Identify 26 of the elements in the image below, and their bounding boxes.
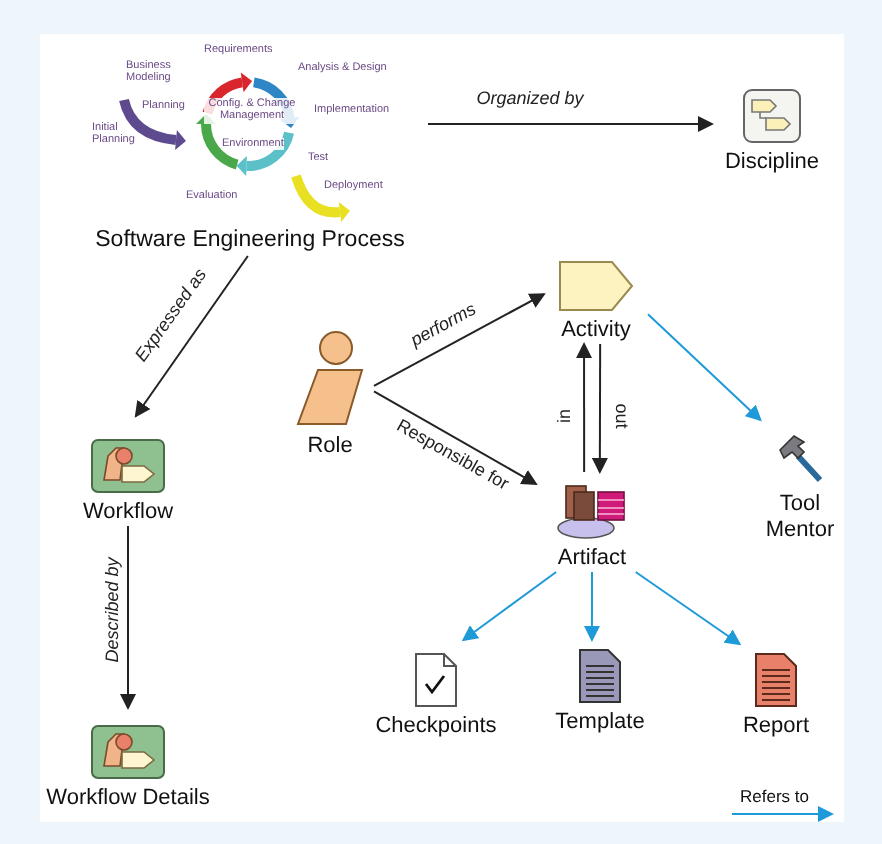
edge-label: out [610,401,630,431]
node-label: Role [307,433,353,460]
node-label: Workflow [82,499,174,526]
edge-label: Described by [104,555,124,665]
arrow [647,313,762,422]
arrow [120,525,136,710]
arrow [373,390,538,485]
node-label: Tool Mentor [763,491,837,544]
arrow [576,342,593,473]
node-label: Checkpoints [375,713,497,740]
edge-label: Organized by [474,90,586,110]
node-label: Artifact [557,545,627,572]
node-label: Activity [561,317,631,344]
arrow [634,571,742,646]
arrow [583,571,600,642]
node-label: Template [555,709,645,736]
node-label: Discipline [724,149,820,176]
arrow [461,571,558,642]
node-label: Software Engineering Process [95,228,405,256]
arrow [427,116,714,132]
node-label: Report [742,713,810,740]
arrow [134,255,249,418]
arrow [591,343,608,474]
node-label: Workflow Details [46,785,210,812]
arrow [373,293,546,387]
legend-label: Refers to [740,786,809,806]
